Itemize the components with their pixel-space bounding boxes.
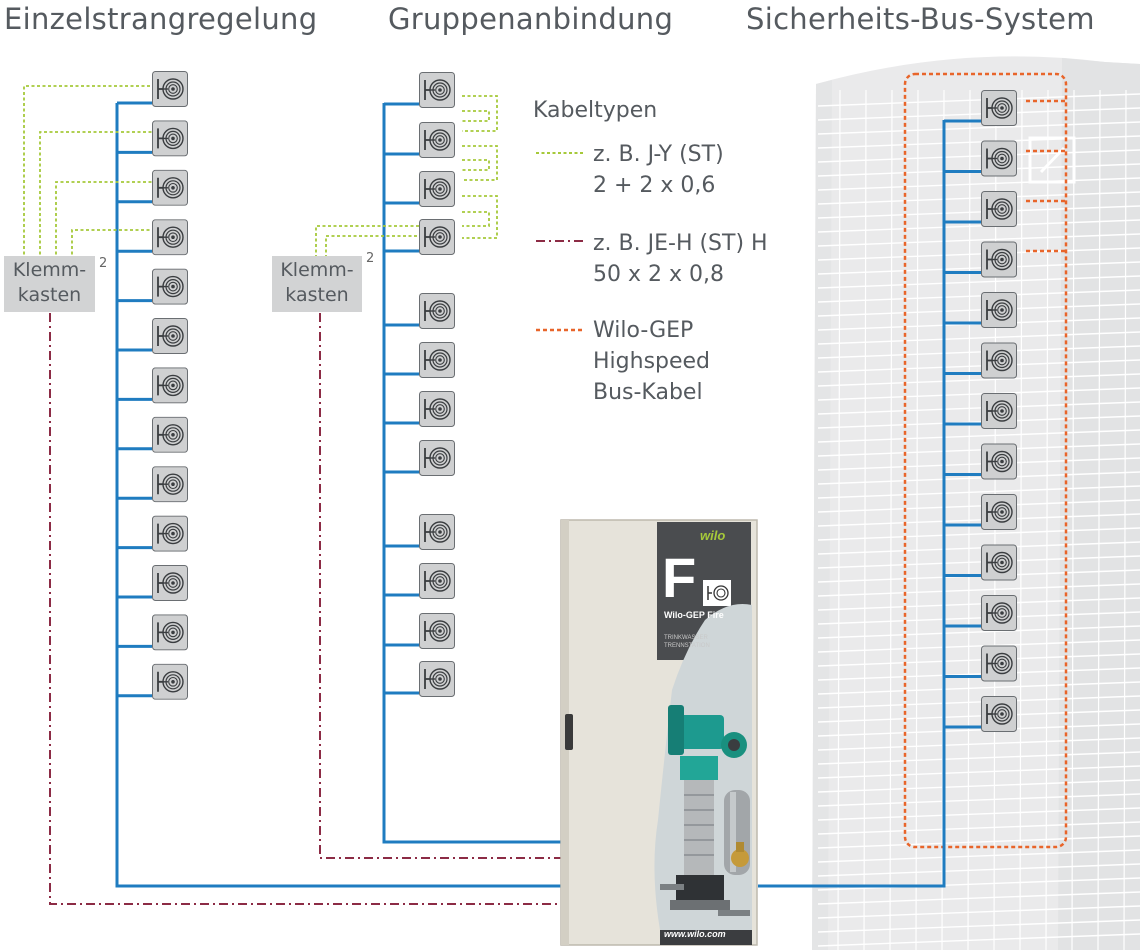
hose-reel-valve-icon-g1-8 [152, 416, 188, 453]
group1-green-cables [23, 85, 153, 260]
hose-reel-valve-icon-g2-10 [419, 563, 455, 599]
group2-red-cable [319, 313, 562, 859]
legend-item-orange-line3: Bus-Kabel [593, 380, 703, 405]
hose-reel-valve-icon-g2-5 [419, 293, 455, 329]
title-gruppenanbindung: Gruppenanbindung [388, 2, 674, 36]
hose-reel-valve-icon-g2-12 [419, 661, 455, 697]
cabinet-subtitle-1: TRINKWASSER [664, 635, 708, 641]
hose-reel-valve-icon-g3-2 [981, 140, 1017, 177]
hose-reel-valve-icon-g3-1 [981, 90, 1017, 126]
hose-reel-valve-icon-g3-7 [981, 393, 1017, 429]
cabinet-subtitle: TRINKWASSER TRENNSTATION [664, 634, 710, 650]
klemmkasten-box-1: Klemm- kasten [4, 256, 95, 312]
legend-item-orange: Wilo-GEP Highspeed Bus-Kabel [593, 315, 710, 408]
hose-reel-valve-icon-g3-3 [981, 191, 1017, 227]
hose-reel-valve-icon-g3-9 [981, 494, 1017, 530]
hose-reel-valve-icon-g1-12 [152, 614, 188, 651]
hose-reel-valve-icon-g3-13 [981, 696, 1017, 732]
legend-item-green-line1: z. B. J-Y (ST) [593, 142, 724, 167]
hose-reel-valve-icon-g1-5 [152, 268, 188, 305]
group2-green-cables [315, 95, 498, 258]
hose-reel-valve-icon-g2-7 [419, 391, 455, 427]
cabinet-product-name: Wilo-GEP Fire [664, 610, 724, 620]
hose-reel-valve-icon-g1-4 [152, 219, 188, 256]
title-sicherheits-bus-system: Sicherheits-Bus-System [746, 2, 1095, 36]
legend-item-green: z. B. J-Y (ST) 2 + 2 x 0,6 [593, 139, 724, 201]
legend-title: Kabeltypen [533, 98, 658, 123]
hose-reel-valve-icon-g2-1 [419, 72, 455, 108]
hose-reel-valve-icon-g3-8 [981, 443, 1017, 480]
legend-item-red-line2: 50 x 2 x 0,8 [593, 262, 724, 287]
hose-reel-valve-icon-g3-11 [981, 595, 1017, 631]
group3-bus-loop [903, 72, 1068, 849]
legend-item-red-line1: z. B. JE-H (ST) H [593, 231, 768, 256]
group2-blue-lines [382, 102, 562, 844]
pump-cabinet [560, 519, 758, 946]
hose-reel-valve-icon-g2-11 [419, 613, 455, 649]
klemmkasten-label-1a: Klemm- [12, 259, 87, 281]
hose-reel-valve-icon-g1-10 [152, 515, 188, 552]
cabinet-letter: F [662, 546, 697, 609]
legend-item-green-line2: 2 + 2 x 0,6 [593, 173, 716, 198]
hose-reel-valve-icon-g1-9 [152, 466, 188, 503]
hose-reel-valve-icon-g3-4 [981, 241, 1017, 278]
legend-item-orange-line1: Wilo-GEP [593, 318, 694, 343]
hose-reel-valve-icon-g2-3 [419, 171, 455, 207]
legend-samples [536, 152, 583, 332]
hose-reel-valve-icon-g1-13 [152, 663, 188, 700]
hose-reel-valve-icon-g2-6 [419, 342, 455, 378]
hose-reel-valve-icon-g2-9 [419, 514, 455, 550]
hose-reel-valve-icon-g1-7 [152, 367, 188, 404]
klemmkasten-superscript-1: 2 [99, 256, 108, 271]
group3-blue-lines [758, 119, 981, 888]
hose-reel-valve-icon-g2-8 [419, 440, 455, 476]
group1-red-cable [49, 313, 562, 905]
hose-reel-valve-icon-g3-6 [981, 342, 1017, 379]
cabinet-subtitle-2: TRENNSTATION [664, 643, 710, 649]
klemmkasten-superscript-2: 2 [366, 251, 375, 266]
cabinet-url: www.wilo.com [664, 929, 726, 939]
hose-reel-valve-icon-g1-2 [152, 120, 188, 157]
title-einzelstrangregelung: Einzelstrangregelung [4, 2, 318, 36]
cabinet-brand: wilo [700, 528, 726, 543]
hose-reel-valve-icon-g1-1 [152, 71, 188, 107]
hose-reel-valve-icon-g1-3 [152, 169, 188, 206]
klemmkasten-label-2a: Klemm- [280, 259, 354, 281]
klemmkasten-label-1b: kasten [17, 284, 82, 306]
hose-reel-valve-icon-g2-4 [419, 219, 455, 255]
group2-valves [419, 72, 455, 697]
hose-reel-valve-icon-g3-5 [981, 292, 1017, 328]
legend-item-red: z. B. JE-H (ST) H 50 x 2 x 0,8 [593, 228, 768, 290]
klemmkasten-box-2: Klemm- kasten [272, 256, 362, 312]
hose-reel-valve-icon-g2-2 [419, 122, 455, 158]
legend-item-orange-line2: Highspeed [593, 349, 711, 374]
hose-reel-valve-icon-g1-11 [152, 565, 188, 601]
hose-reel-valve-icon-g1-6 [152, 318, 188, 354]
hose-reel-valve-icon-g3-10 [981, 544, 1017, 581]
building-silhouette [812, 56, 1140, 950]
group1-valves [152, 71, 188, 700]
hose-reel-valve-icon-g3-12 [981, 645, 1017, 682]
group1-blue-lines [115, 101, 562, 888]
klemmkasten-label-2b: kasten [285, 284, 349, 306]
